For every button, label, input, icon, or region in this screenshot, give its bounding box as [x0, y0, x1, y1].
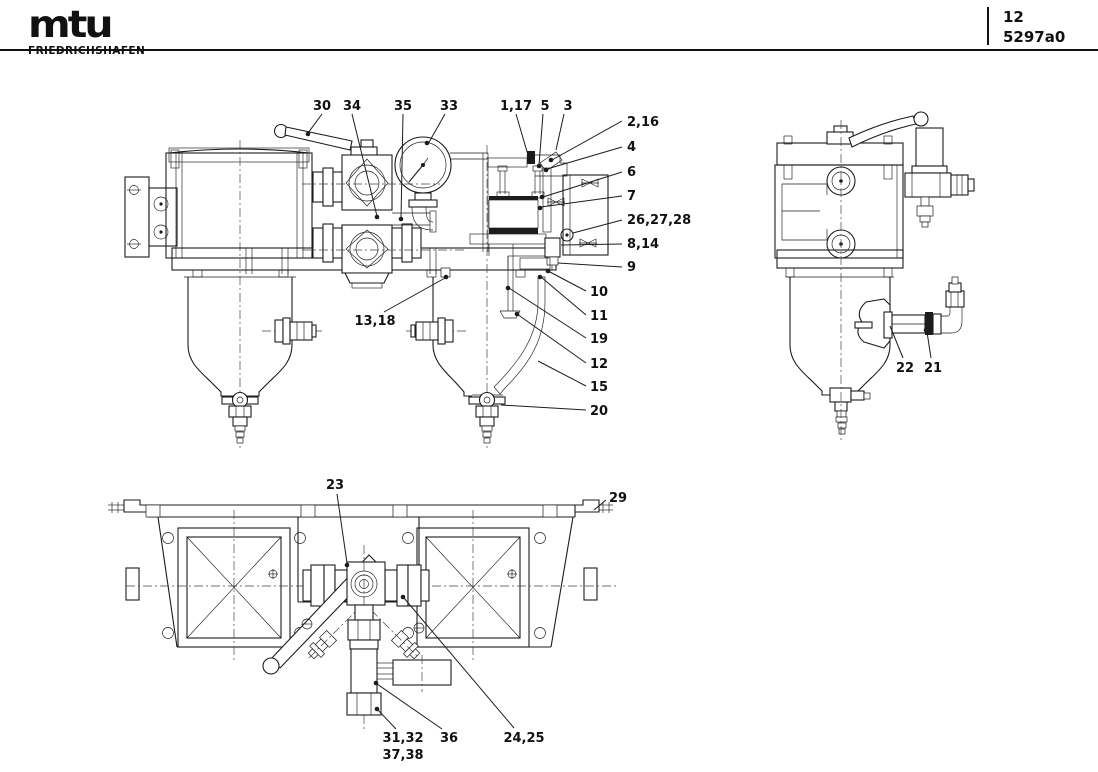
- document-reference: 12 5297a0: [987, 7, 1066, 47]
- callout-11: 11: [590, 309, 608, 324]
- pressure-gauge: [394, 136, 452, 208]
- callout-7: 7: [627, 189, 636, 204]
- side-view: 22 21: [774, 111, 975, 442]
- callout-26-27-28: 26,27,28: [627, 213, 691, 228]
- callout-23: 23: [326, 478, 344, 493]
- drain-valve-left: [221, 391, 259, 444]
- hand-primer-pump: [904, 127, 975, 228]
- callout-31-32: 31,32: [382, 731, 423, 746]
- water-sensor-probe: [854, 276, 965, 349]
- bowl-fitting-left: [262, 317, 324, 345]
- front-view-callouts: 30 34 35 33 1,17 5 3 2,16 4 6: [305, 99, 691, 419]
- mtu-logo-text: mtu: [28, 1, 114, 47]
- filter-housing-left: [165, 152, 313, 259]
- callout-21: 21: [924, 361, 942, 376]
- callout-24-25: 24,25: [503, 731, 544, 746]
- drain-valve-side: [829, 387, 871, 435]
- callout-5: 5: [540, 99, 549, 114]
- callout-20: 20: [590, 404, 608, 419]
- callout-29: 29: [609, 491, 627, 506]
- header-rule: [0, 49, 1098, 51]
- callout-13-18: 13,18: [354, 314, 395, 329]
- drawing-number: 5297a0: [1003, 28, 1066, 47]
- callout-10: 10: [590, 285, 608, 300]
- filter-cross-section: [469, 151, 609, 266]
- callout-1-17: 1,17: [500, 99, 532, 114]
- callout-12: 12: [590, 357, 608, 372]
- cover-panel-left: [162, 510, 306, 660]
- callout-15: 15: [590, 380, 608, 395]
- callout-37-38: 37,38: [382, 748, 423, 763]
- top-valve-assembly: [262, 545, 452, 730]
- mount-plate: [124, 176, 150, 258]
- callout-6: 6: [627, 165, 636, 180]
- drain-valve-right: [468, 391, 506, 444]
- callout-3: 3: [563, 99, 572, 114]
- callout-30: 30: [313, 99, 331, 114]
- callout-8-14: 8,14: [627, 237, 659, 252]
- callout-36: 36: [440, 731, 458, 746]
- callout-2-16: 2,16: [627, 115, 659, 130]
- mtu-logo-subtitle: FRIEDRICHSHAFEN: [28, 45, 146, 57]
- callout-19: 19: [590, 332, 608, 347]
- callout-33: 33: [440, 99, 458, 114]
- valve-fittings: [302, 167, 466, 263]
- front-view: 30 34 35 33 1,17 5 3 2,16 4 6: [124, 99, 691, 448]
- callout-4: 4: [627, 140, 636, 155]
- callout-35: 35: [394, 99, 412, 114]
- top-view: 23 29 31,32 37,38 36 24,25: [108, 478, 627, 763]
- mtu-logo: mtu FRIEDRICHSHAFEN: [28, 4, 145, 57]
- callout-34: 34: [343, 99, 361, 114]
- gauge-piping: [392, 152, 488, 233]
- page-number: 12: [1003, 8, 1024, 26]
- callout-9: 9: [627, 260, 636, 275]
- callout-22: 22: [896, 361, 914, 376]
